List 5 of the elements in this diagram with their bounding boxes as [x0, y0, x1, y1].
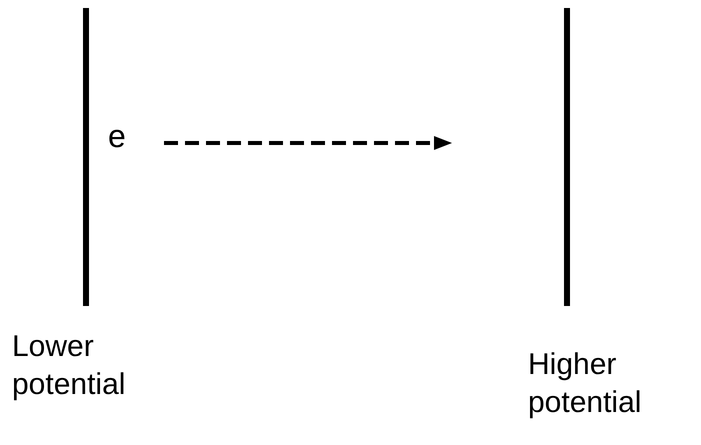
plate-bar	[564, 8, 570, 306]
plate-bar	[83, 8, 89, 306]
plate-caption: Higher potential	[528, 347, 642, 421]
electron-label: e	[108, 118, 126, 155]
plate-caption: Lower potential	[12, 329, 126, 403]
